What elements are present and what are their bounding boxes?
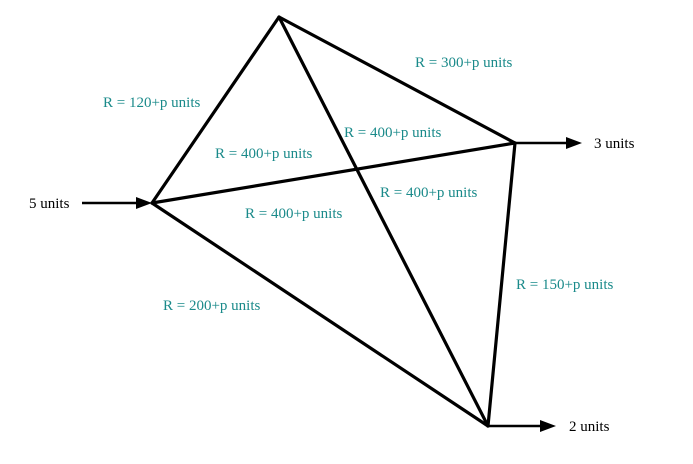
outflow-label-bottom: 2 units (569, 419, 610, 435)
edge-label-left-right: R = 400+p units (215, 146, 313, 162)
outflow-arrow-bottom (488, 420, 556, 432)
edge-right-bottom (486, 141, 517, 428)
edge-left-bottom (150, 201, 490, 428)
outflow-label-right: 3 units (594, 136, 635, 152)
inflow-arrow-left (82, 197, 152, 209)
edge-label-left-bottom: R = 200+p units (163, 298, 261, 314)
edge-top-bottom (277, 15, 490, 428)
edge-top-right (277, 15, 517, 145)
inflow-label-left: 5 units (29, 196, 70, 212)
edge-label-top-right: R = 300+p units (415, 55, 513, 71)
edge-label-top-bottom: R = 400+p units (344, 125, 442, 141)
edge-top-left (150, 15, 281, 205)
edge-label-top-left: R = 120+p units (103, 95, 201, 111)
edge-label-cross-left: R = 400+p units (245, 206, 343, 222)
edge-label-right-bottom: R = 150+p units (516, 277, 614, 293)
edge-label-cross-right: R = 400+p units (380, 185, 478, 201)
outflow-arrow-right (515, 137, 582, 149)
edge-left-right (150, 141, 517, 205)
